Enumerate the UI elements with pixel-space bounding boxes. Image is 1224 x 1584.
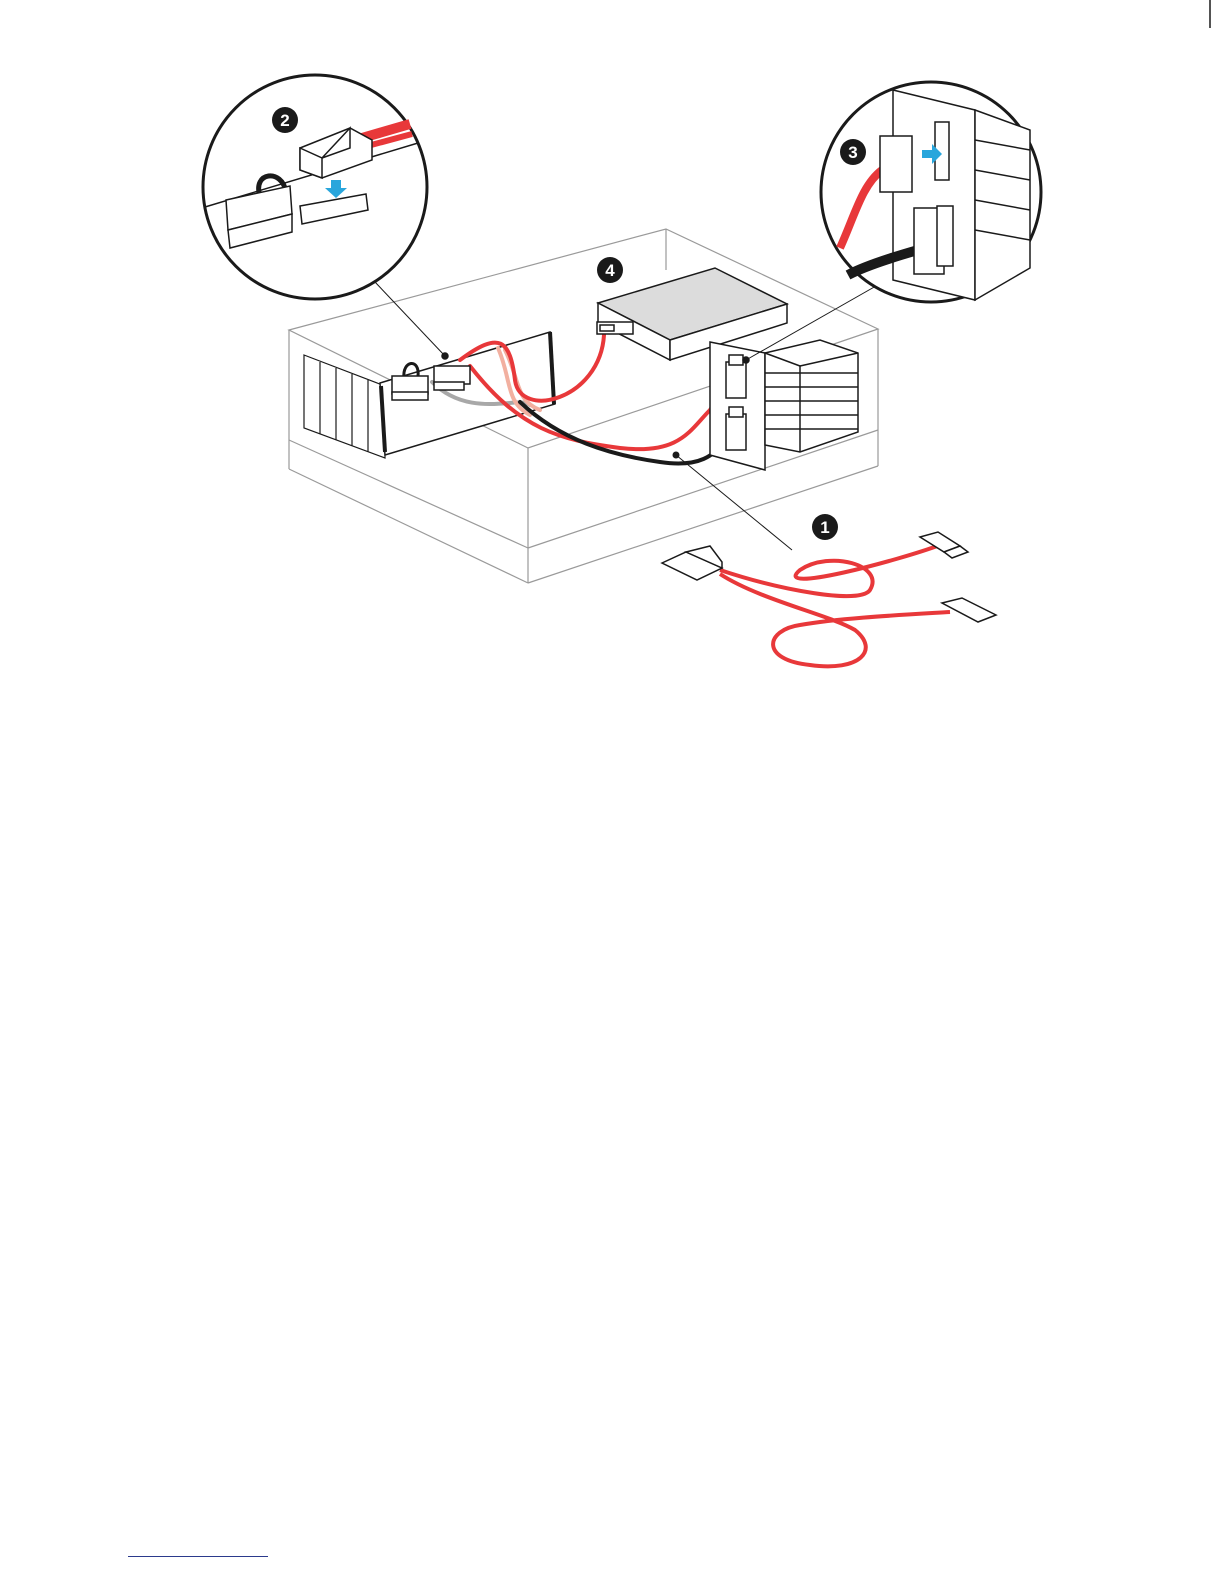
callout-4-label: 4 (605, 261, 615, 280)
callout-2: 2 (272, 107, 298, 133)
callout-2-label: 2 (280, 111, 289, 130)
drive-bay-cage (765, 340, 858, 452)
callout-3: 3 (840, 139, 866, 165)
callout-3-label: 3 (848, 143, 857, 162)
callout-1-label: 1 (820, 518, 829, 537)
detail-view-backplane-connector (821, 82, 1041, 302)
footer-rule (128, 1556, 268, 1557)
sas-fanout-cable (662, 532, 996, 666)
callout-1: 1 (812, 514, 838, 540)
detail-view-card-connector (203, 75, 427, 299)
rear-expansion-slots (304, 355, 385, 458)
callout-4: 4 (597, 257, 623, 283)
internal-drive (597, 268, 787, 360)
drive-backplane (710, 342, 765, 470)
